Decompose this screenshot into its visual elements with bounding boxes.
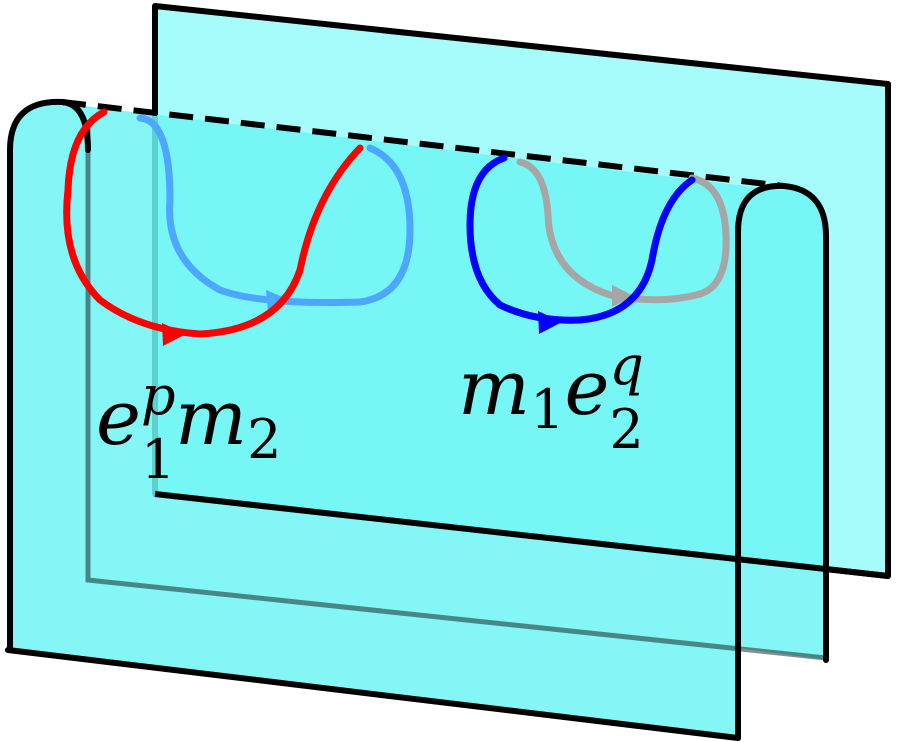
arrow-e2 — [612, 285, 634, 307]
label-left-m: m — [174, 373, 248, 462]
dashed-fold-line — [61, 99, 785, 189]
label-right-sub-1: 1 — [530, 378, 565, 441]
front-sheet — [8, 101, 826, 738]
arrow-e1 — [162, 323, 186, 346]
label-right-m: m — [458, 343, 531, 432]
label-right-sub-2: 2 — [609, 398, 644, 461]
label-left-sub-1: 1 — [140, 428, 176, 491]
label-right-sup-q: q — [609, 334, 644, 397]
label-left-sub-2: 2 — [247, 408, 282, 471]
label-left-sup-p: p — [140, 364, 176, 427]
back-sheet-bottom-visible — [154, 491, 889, 579]
loop-e1-red — [63, 108, 364, 338]
front-sheet-inner-edge — [85, 120, 827, 661]
front-sheet-bottom-edge — [5, 647, 741, 741]
label-right-e: e — [564, 343, 610, 432]
arrow-m1 — [538, 311, 562, 334]
label-left-e: e — [96, 373, 141, 462]
loop-e2-gray — [516, 158, 730, 304]
